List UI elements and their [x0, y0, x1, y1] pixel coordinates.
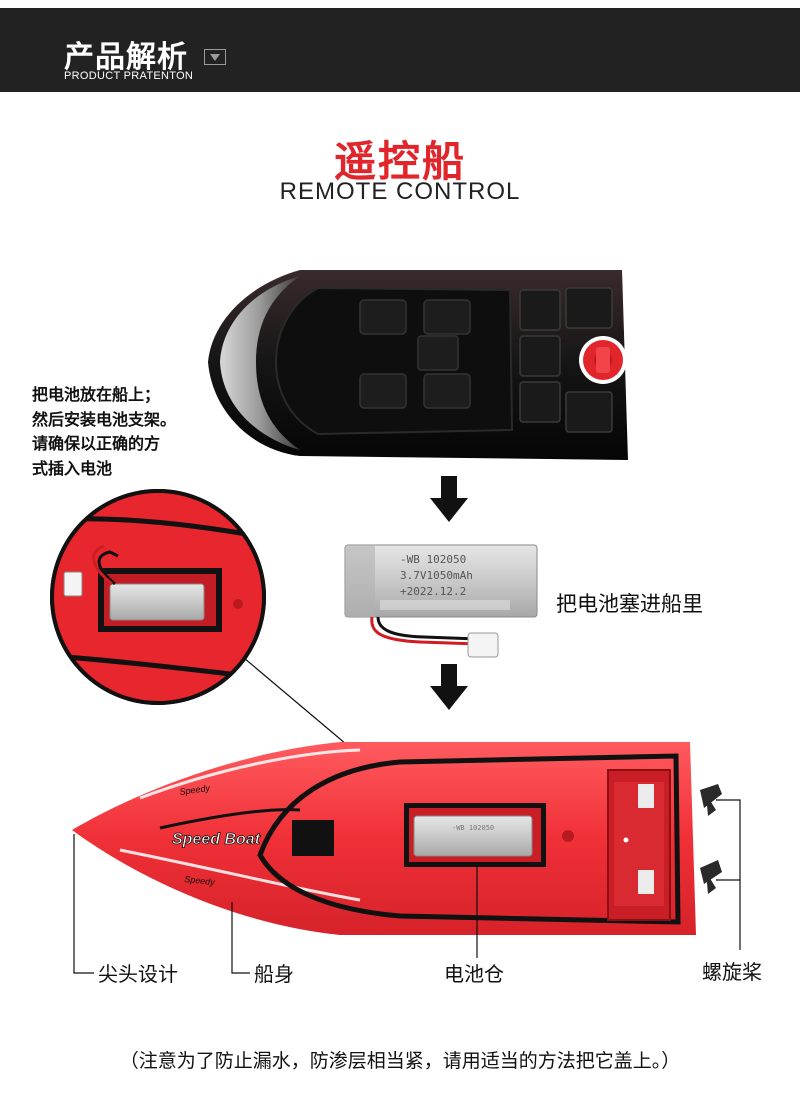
footer-note: （注意为了防止漏水，防渗层相当紧，请用适当的方法把它盖上。） [119, 1050, 681, 1072]
instruction-line: 然后安装电池支架。 [32, 409, 177, 429]
label-hull: 船身 [254, 962, 294, 986]
instruction-line: 请确保以正确的方 [32, 434, 161, 453]
zoom-detail [50, 489, 266, 705]
install-instruction: 把电池放在船上； 然后安装电池支架。 请确保以正确的方 式插入电池 [32, 383, 176, 481]
arrow-down-icon [430, 664, 468, 710]
callout-lines [73, 799, 741, 974]
dropdown-arrow-icon [204, 49, 226, 65]
arrow-down-icon [430, 476, 468, 522]
label-battery-compartment: 电池仓 [444, 962, 504, 986]
svg-text:-WB 102050: -WB 102050 [452, 824, 494, 832]
boat-small-text: Speedy [179, 783, 211, 797]
insert-battery-label: 把电池塞进船里 [556, 592, 703, 616]
instruction-line: 式插入电池 [32, 458, 113, 478]
label-propeller: 螺旋桨 [702, 960, 762, 984]
instruction-line: 把电池放在船上； [32, 385, 161, 404]
section-title-cn: 遥控船 [333, 137, 466, 186]
header-subtitle: PRODUCT PRATENTON [64, 70, 194, 82]
header-title: 产品解析 [64, 40, 188, 75]
boat-small-text: Speedy [184, 874, 216, 887]
boat-brand-text: Speed Boat [172, 831, 261, 848]
red-boat: -WB 102050 Speed Boat Speedy Speedy [72, 742, 722, 935]
callout-line [243, 657, 347, 745]
label-pointed-head: 尖头设计 [98, 962, 178, 986]
boat-cover [208, 270, 628, 460]
section-title-en: REMOTE CONTROL [279, 178, 521, 205]
battery-line-2: 3.7V1050mAh [400, 569, 473, 582]
header-bar: 产品解析 PRODUCT PRATENTON [0, 8, 800, 92]
battery-line-1: -WB 102050 [400, 553, 466, 566]
battery-line-3: +2022.12.2 [400, 585, 466, 598]
battery-pack: -WB 102050 3.7V1050mAh +2022.12.2 [344, 544, 538, 658]
propeller-icon [700, 784, 722, 894]
